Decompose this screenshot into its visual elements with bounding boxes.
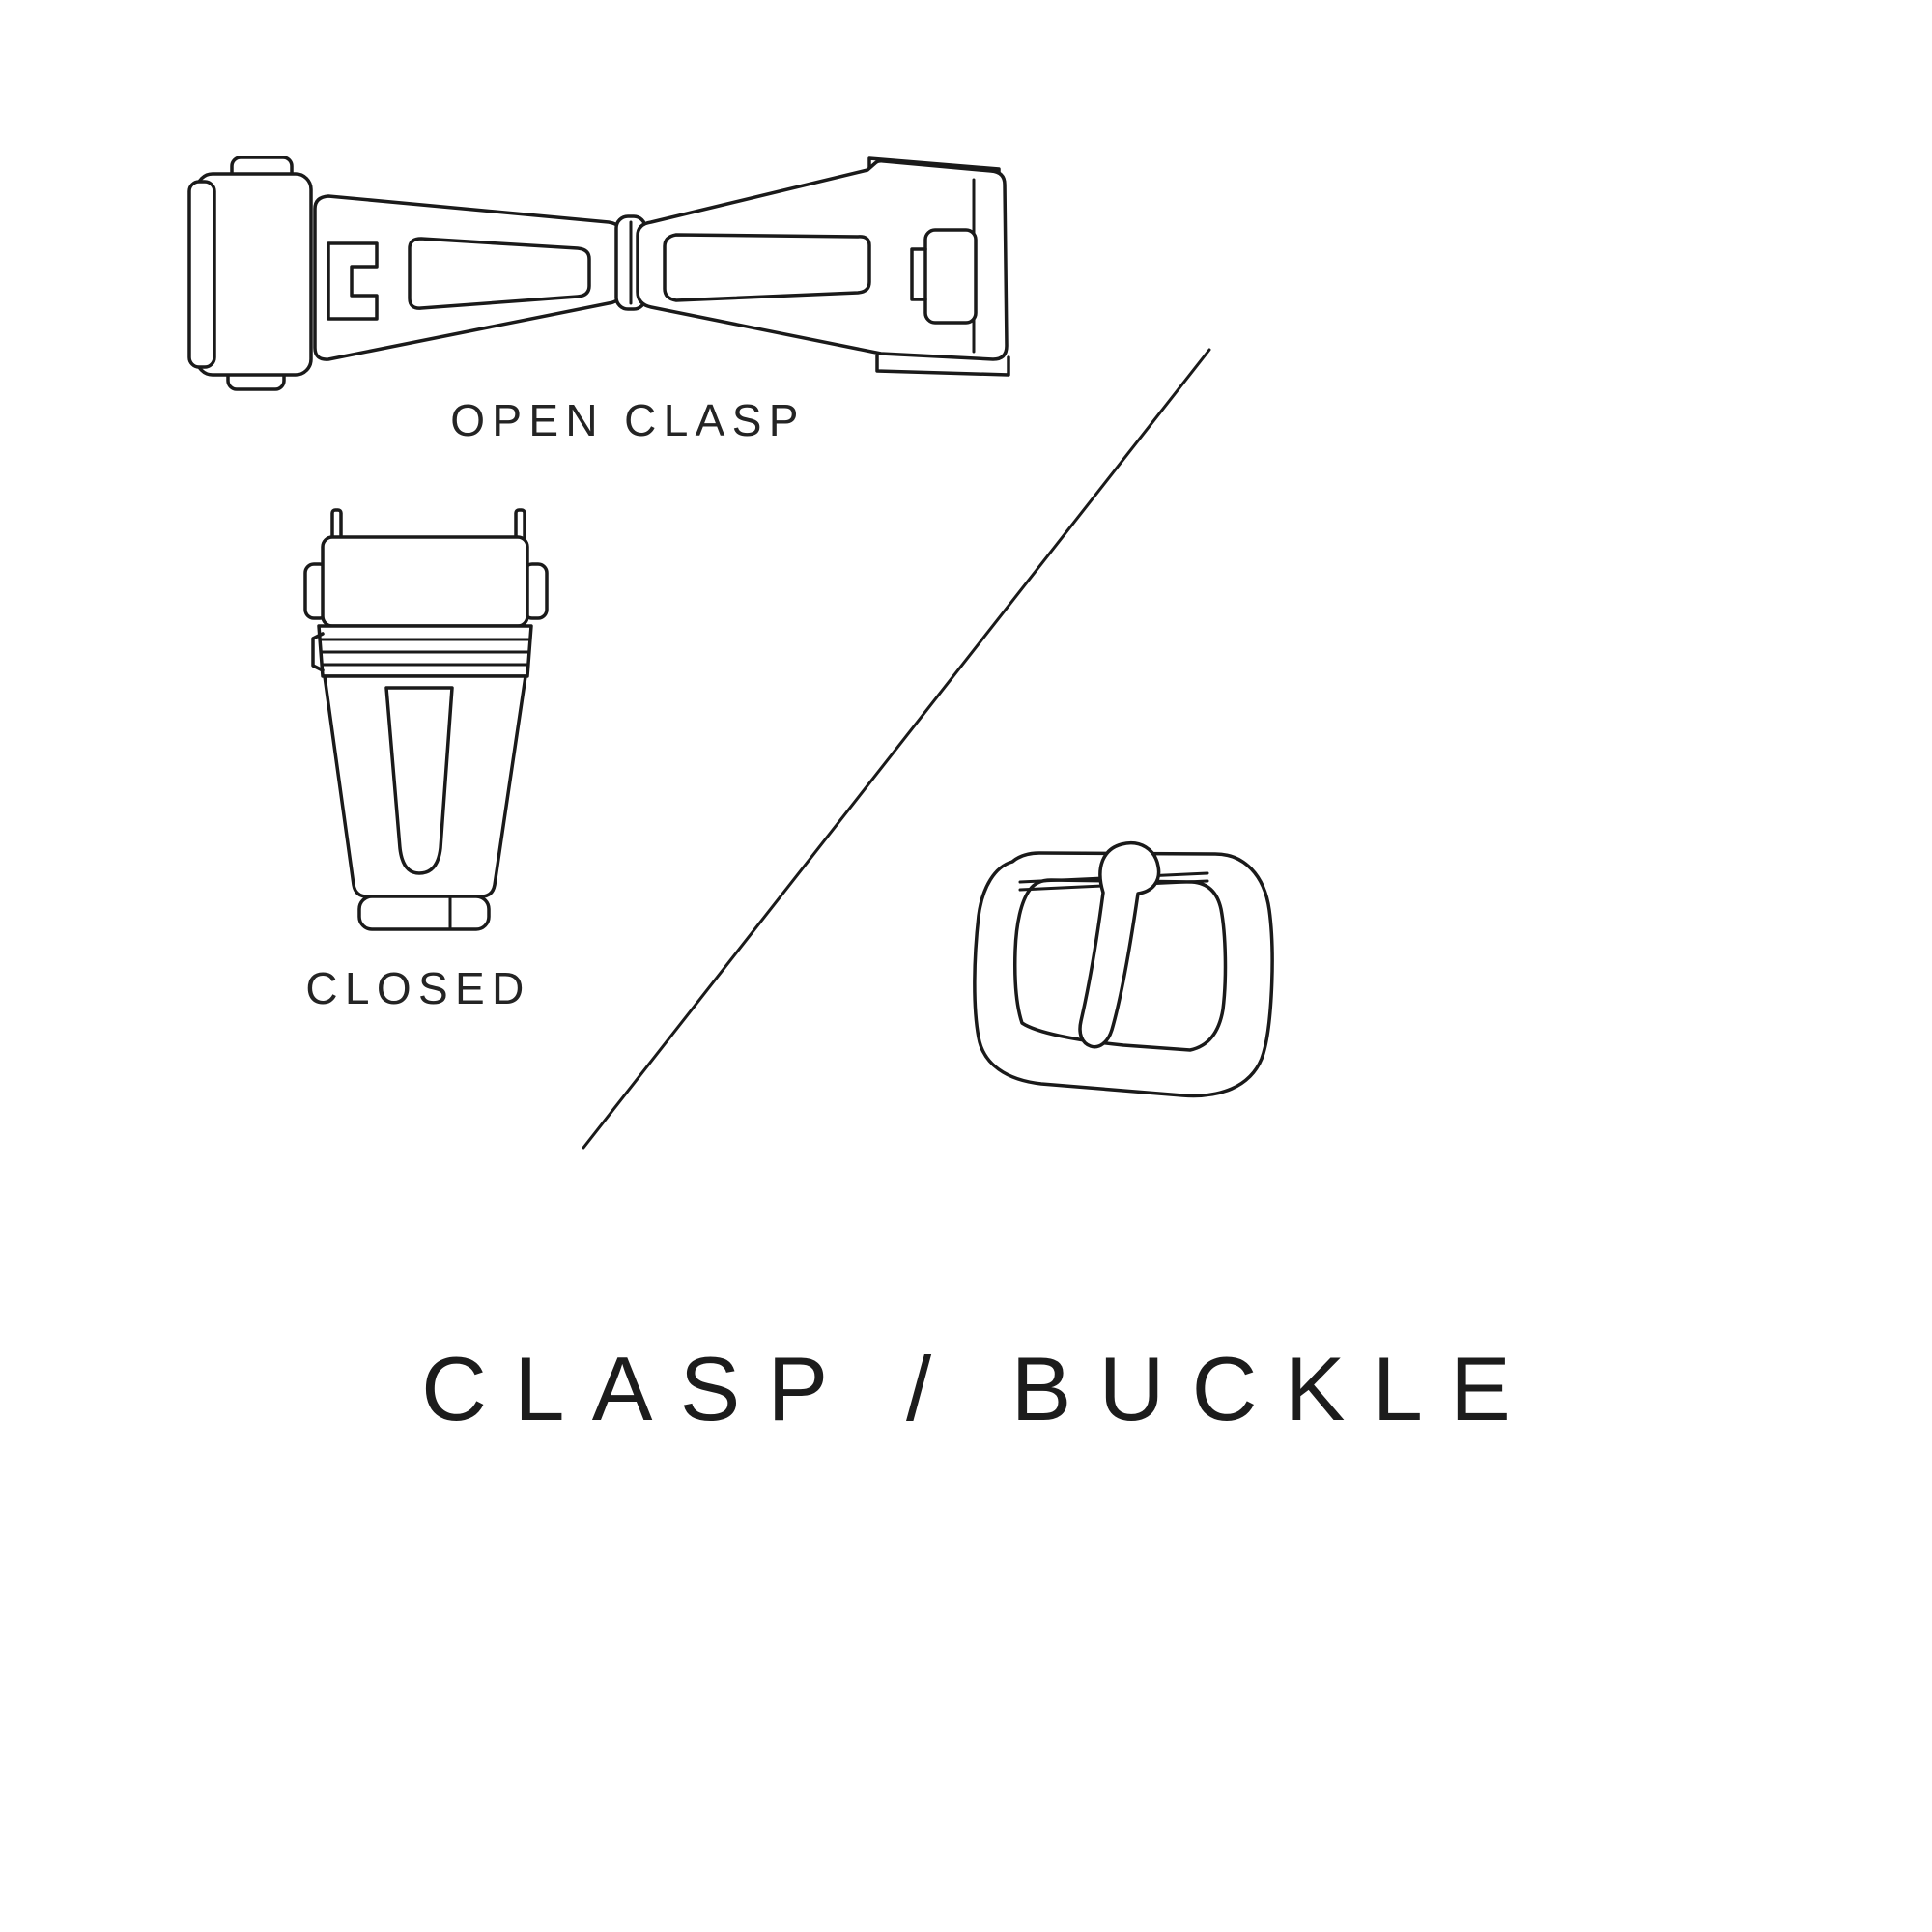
band-left-notch [311, 632, 325, 672]
closed-clasp-illustration [303, 508, 549, 931]
top-block [321, 535, 529, 628]
right-catch [923, 228, 978, 325]
right-arm-bottom-strip [875, 354, 1010, 377]
right-arm-cutout [663, 233, 871, 302]
tang [1078, 841, 1161, 1049]
divider-line [582, 348, 1211, 1150]
page-title: CLASP / BUCKLE [421, 1338, 1539, 1439]
open-clasp-illustration [187, 156, 1010, 391]
keeper-top-tab [230, 156, 294, 178]
bottom-bar [357, 895, 491, 931]
keeper-left-bar [187, 180, 216, 369]
body-slot [384, 686, 454, 875]
left-arm-cutout [408, 237, 591, 310]
open-clasp-label: OPEN CLASP [450, 395, 806, 445]
buckle-frame [973, 851, 1274, 1098]
right-catch-bracket [910, 247, 927, 301]
closed-clasp-label: CLOSED [305, 963, 531, 1013]
left-arm-hook [327, 242, 379, 321]
buckle-illustration [973, 841, 1274, 1098]
